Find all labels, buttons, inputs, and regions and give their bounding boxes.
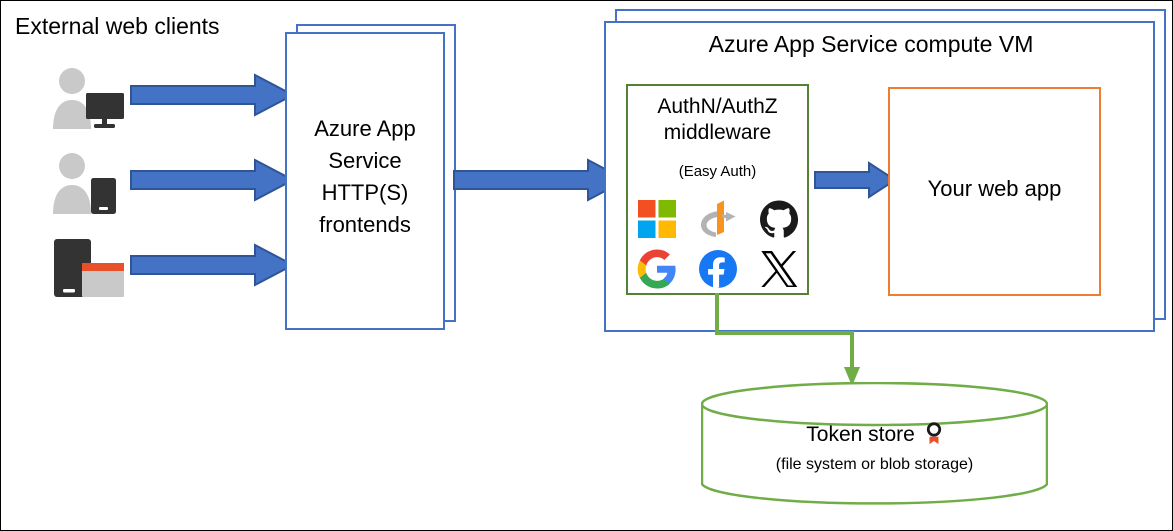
facebook-logo [698, 249, 738, 289]
token-store-label: Token store [701, 422, 1048, 451]
frontend-label-line-2: Service [328, 148, 402, 173]
middleware-subtitle: (Easy Auth) [678, 163, 757, 180]
google-logo [637, 249, 677, 289]
middleware-title: AuthN/AuthZ middleware [626, 94, 809, 146]
frontend-label-line-4: frontends [319, 212, 411, 237]
token-badge-icon [925, 422, 943, 450]
identity-provider-logos-row-2 [626, 246, 809, 292]
middleware-title-line-2: middleware [663, 121, 772, 144]
frontend-box-label: Azure App Service HTTP(S) frontends [285, 113, 445, 241]
openid-connect-logo [698, 199, 738, 239]
token-store-subtitle: (file system or blob storage) [775, 456, 974, 473]
your-web-app-label: Your web app [927, 176, 1062, 201]
middleware-title-line-1: AuthN/AuthZ [657, 95, 778, 118]
azure-app-service-frontends-box [285, 32, 445, 330]
microsoft-logo [637, 199, 677, 239]
frontend-label-line-3: HTTP(S) [321, 180, 409, 205]
frontend-label-line-1: Azure App [314, 116, 416, 141]
external-web-clients-title: External web clients [15, 13, 220, 39]
client-request-arrow-2 [130, 158, 296, 202]
your-web-app-box [888, 87, 1101, 296]
middleware-to-webapp-arrow [814, 161, 897, 199]
token-store-label-text: Token store [806, 423, 915, 446]
github-logo [759, 199, 799, 239]
x-twitter-logo [759, 249, 799, 289]
user-desktop-icon [49, 67, 127, 129]
user-mobile-icon [49, 152, 127, 214]
client-request-arrow-1 [130, 73, 296, 117]
token-store-cylinder [701, 382, 1048, 505]
device-browser-icon [49, 237, 127, 299]
client-request-arrow-3 [130, 243, 296, 287]
middleware-to-token-store-connector [715, 293, 860, 386]
identity-provider-logos-row-1 [626, 196, 809, 242]
compute-vm-title: Azure App Service compute VM [708, 31, 1034, 57]
frontend-to-middleware-arrow [453, 158, 629, 202]
